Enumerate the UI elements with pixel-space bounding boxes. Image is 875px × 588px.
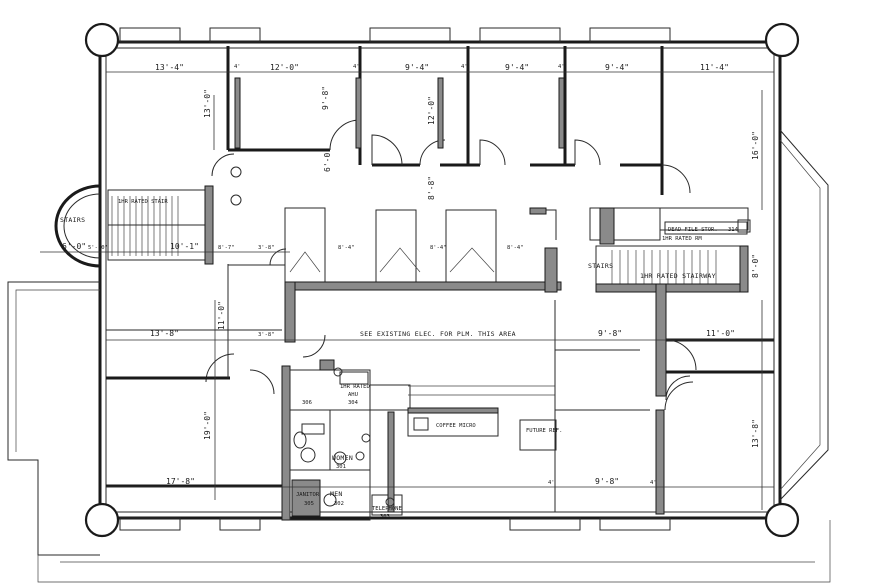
dimension-text: 13'-4" 12'-0" 9'-4" 9'-4" 9'-4" 11'-4" 4… — [62, 63, 760, 486]
dim-mid-0: 13'-8" — [150, 329, 179, 338]
storage-cubicles — [228, 207, 562, 343]
dim-vt-4: 8'-8" — [427, 176, 436, 200]
dim-bot-1: 9'-8" — [595, 477, 619, 486]
tag-janitor: 305 — [304, 501, 314, 507]
dim-vt-3: 6'-0" — [323, 148, 332, 172]
dim-stair-0: 6'-0" — [62, 242, 86, 251]
lower-left-partitions — [106, 264, 694, 512]
dim-bot-3: 4' — [650, 480, 657, 486]
label-see-existing: SEE EXISTING ELEC. FOR PLM. THIS AREA — [360, 330, 516, 338]
tag-men: 302 — [334, 501, 344, 507]
dim-vb-2: 13'-8" — [751, 419, 760, 448]
dim-row1-0: 13'-4" — [155, 63, 184, 72]
dim-bot-2: 4' — [548, 480, 555, 486]
label-stairs-left: STAIRS — [60, 216, 85, 224]
dim-stair-6: 8'-4" — [430, 245, 447, 251]
top-office-partitions — [211, 46, 691, 195]
dim-row1-2: 9'-4" — [405, 63, 429, 72]
dim-mid-3: 11'-0" — [706, 329, 735, 338]
label-women: WOMEN — [332, 454, 353, 462]
dim-vb-0: 11'-0" — [217, 301, 226, 330]
dim-vt-1: 9'-8" — [321, 86, 330, 110]
dim-row1-1: 12'-0" — [270, 63, 299, 72]
room-labels: STAIRS 1HR RATED STAIR STAIRS 1HR RATED … — [60, 199, 739, 520]
label-janitor: JANITOR — [296, 492, 320, 498]
exterior-walls — [7, 27, 831, 583]
tag-misc: 306 — [302, 400, 312, 406]
label-stair-note-1: 1HR RATED STAIR — [118, 199, 168, 205]
tag-women: 301 — [336, 464, 346, 470]
dim-stair-3: 8'-7" — [218, 245, 235, 251]
dim-stair-1: 5'-10" — [88, 245, 108, 251]
tag-ahu: 304 — [348, 400, 359, 406]
tag-telephone: 303 — [380, 514, 390, 520]
label-men: MEN — [330, 490, 343, 498]
label-future-ref: FUTURE REF. — [526, 428, 562, 434]
label-stairs-right: STAIRS — [588, 262, 613, 270]
dim-stair-7: 8'-4" — [507, 245, 524, 251]
dim-row1-4: 9'-4" — [605, 63, 629, 72]
dim-vt-2: 12'-0" — [427, 96, 436, 125]
dim-vt-5: 16'-0" — [751, 131, 760, 160]
label-coffee: COFFEE MICRO — [436, 423, 476, 429]
label-rated-stair: 1HR RATED STAIRWAY — [640, 272, 716, 280]
dim-stair-2: 10'-1" — [170, 242, 199, 251]
dim-mid-4: 8'-0" — [751, 254, 760, 278]
label-ahu: AHU — [348, 392, 358, 398]
dim-row1-5: 11'-4" — [700, 63, 729, 72]
restroom-core — [205, 334, 411, 521]
right-stair-core — [589, 207, 774, 515]
dim-stub-1: 4' — [353, 64, 360, 70]
label-telephone: TELEPHONE — [372, 506, 402, 512]
dim-bot-0: 17'-8" — [166, 477, 195, 486]
label-dead-file: DEAD FILE STOR. — [668, 227, 718, 233]
dim-stair-4: 3'-8" — [258, 245, 275, 251]
left-stair-bay — [54, 184, 214, 268]
tag-dead-file: 314 — [728, 227, 739, 233]
label-one-hr-rated: 1HR RATED — [340, 384, 370, 390]
dimension-lines — [40, 71, 774, 510]
dim-vt-0: 13'-0" — [203, 89, 212, 118]
corner-columns — [84, 22, 800, 538]
dim-vb-1: 19'-0" — [203, 411, 212, 440]
dim-mid-1: 3'-8" — [258, 332, 275, 338]
dim-stub-0: 4' — [234, 64, 241, 70]
dim-mid-2: 9'-8" — [598, 329, 622, 338]
room-tag-markers — [230, 166, 395, 507]
dim-stub-2: 4' — [461, 64, 468, 70]
dim-stair-5: 8'-4" — [338, 245, 355, 251]
label-stair-note-2: 1HR RATED RM — [662, 236, 702, 242]
dim-stub-3: 4' — [558, 64, 565, 70]
dim-row1-3: 9'-4" — [505, 63, 529, 72]
coffee-counter — [407, 385, 557, 451]
